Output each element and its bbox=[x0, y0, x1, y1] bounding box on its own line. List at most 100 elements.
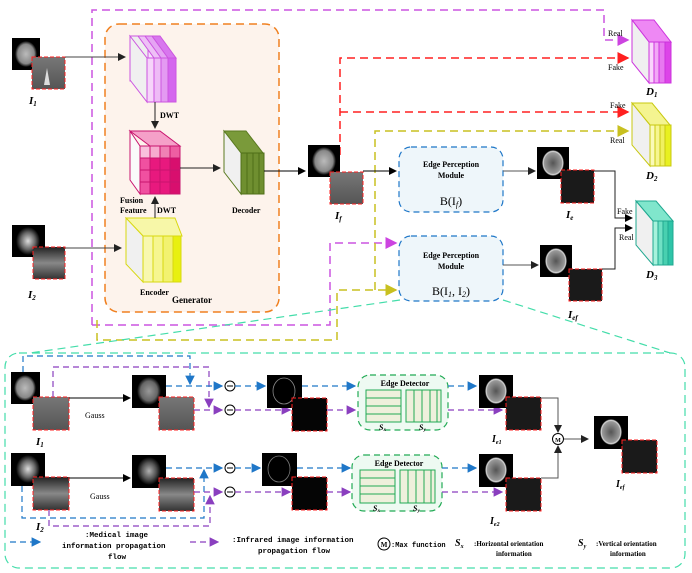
epm2-formula: B(I1, I2) bbox=[432, 284, 470, 299]
detail-ief-image bbox=[594, 416, 658, 474]
decoder-block bbox=[222, 129, 265, 196]
ie2-to-max bbox=[541, 445, 562, 479]
subtract-op-1a bbox=[224, 380, 236, 392]
sx-kernel-1 bbox=[365, 389, 402, 423]
fusion-label-2: Feature bbox=[120, 206, 147, 215]
legend-infrared-2: propagation flow bbox=[258, 548, 331, 556]
d1-input-top: Real bbox=[608, 29, 623, 38]
detail-ie2-image bbox=[479, 454, 542, 512]
d2-input-top: Fake bbox=[610, 101, 626, 110]
legend-sy-text-2: information bbox=[610, 550, 646, 558]
edge-image-ie bbox=[537, 147, 595, 204]
medical-flow-skip-2 bbox=[21, 468, 209, 519]
epm1-title-2: Module bbox=[438, 171, 465, 180]
detail-input-i2 bbox=[11, 453, 70, 511]
infrared-flow-to-epm2 bbox=[92, 237, 398, 326]
sx-label-1: Sx bbox=[379, 423, 386, 433]
detail-diff-1 bbox=[267, 375, 328, 432]
subtract-op-2a bbox=[224, 462, 236, 474]
max-function-op bbox=[552, 433, 564, 445]
edge-perception-module-2 bbox=[398, 235, 504, 302]
legend-max-symbol bbox=[377, 537, 391, 551]
legend-sy-symbol: Sy bbox=[578, 538, 587, 550]
input-image-i1 bbox=[12, 38, 66, 90]
real-flow-d2 bbox=[96, 284, 398, 341]
sy-kernel-2 bbox=[399, 469, 436, 504]
discriminator-d2 bbox=[630, 101, 672, 168]
edge-perception-module-1 bbox=[398, 146, 504, 213]
discriminator-d3 bbox=[634, 199, 675, 267]
real-flow-d3 bbox=[602, 224, 633, 270]
fake-flow-d1 bbox=[339, 52, 630, 155]
legend-sx-text-1: :Horizontal orientation bbox=[474, 540, 544, 548]
generator-label: Generator bbox=[172, 295, 212, 305]
encoder-block bbox=[124, 216, 183, 284]
subtract-op-2b bbox=[224, 486, 236, 498]
sx-label-2: Sx bbox=[373, 504, 380, 514]
dwt-label-bottom: DWT bbox=[157, 206, 177, 215]
legend-medical-2: information propagation bbox=[62, 543, 166, 551]
epm1-title-1: Edge Perception bbox=[423, 160, 480, 169]
ie1-to-max bbox=[541, 397, 562, 433]
fused-image-if bbox=[308, 145, 364, 205]
dwt-label-top: DWT bbox=[160, 111, 180, 120]
detail-diff-2 bbox=[262, 453, 328, 511]
fake-flow-d3 bbox=[594, 170, 633, 222]
legend-medical-3: flow bbox=[108, 554, 127, 562]
legend-sy-text-1: :Vertical orientation bbox=[596, 540, 657, 548]
subtract-op-1b bbox=[224, 404, 236, 416]
d3-input-bottom: Real bbox=[619, 233, 634, 242]
sy-label-2: Sy bbox=[413, 504, 420, 514]
edge-image-ief bbox=[540, 245, 603, 302]
fusion-feature-cube bbox=[128, 129, 182, 196]
i1-label: I1 bbox=[28, 95, 37, 108]
legend-sx-symbol: Sx bbox=[455, 538, 464, 550]
edge-detector-2-title: Edge Detector bbox=[375, 459, 424, 468]
detail-i2-label: I2 bbox=[35, 521, 44, 534]
infrared-flow-skip-1 bbox=[52, 366, 214, 409]
max-symbol: M bbox=[555, 438, 561, 444]
discriminator-d1 bbox=[630, 18, 673, 85]
sx-kernel-2 bbox=[359, 469, 396, 504]
edge-detector-1-title: Edge Detector bbox=[381, 379, 430, 388]
detail-ie1-image bbox=[479, 375, 542, 431]
legend-sx-text-2: information bbox=[496, 550, 532, 558]
input-image-i2 bbox=[12, 225, 66, 280]
epm1-formula: B(If) bbox=[440, 194, 462, 209]
ief-label: Ief bbox=[567, 309, 578, 322]
infrared-flow-skip-2 bbox=[48, 494, 215, 527]
zoom-connector-left bbox=[29, 299, 401, 354]
d3-input-top: Fake bbox=[617, 207, 633, 216]
gauss-label-1: Gauss bbox=[85, 411, 105, 420]
legend-medical-1: :Medical image bbox=[85, 532, 149, 540]
if-label: If bbox=[334, 210, 342, 223]
detail-blurred-2 bbox=[132, 455, 195, 512]
ief-detail-label: Ief bbox=[615, 479, 626, 491]
detail-input-i1 bbox=[11, 372, 70, 431]
ie2-label: Ie2 bbox=[489, 516, 500, 528]
legend-max-glyph: M bbox=[381, 541, 388, 549]
encoder-label: Encoder bbox=[140, 288, 169, 297]
ie1-label: Ie1 bbox=[491, 434, 502, 446]
ie-label: Ie bbox=[565, 209, 573, 222]
sy-kernel-1 bbox=[405, 389, 442, 423]
dwt-block-top bbox=[128, 34, 177, 104]
d1-input-bottom: Fake bbox=[608, 63, 624, 72]
detail-blurred-1 bbox=[132, 375, 195, 431]
d2-label: D2 bbox=[645, 170, 658, 183]
d2-input-bottom: Real bbox=[610, 136, 625, 145]
real-flow-d1 bbox=[91, 9, 630, 325]
real-flow-d2-up bbox=[374, 125, 630, 290]
zoom-connector-right bbox=[502, 299, 671, 354]
decoder-label: Decoder bbox=[232, 206, 261, 215]
fusion-label-1: Fusion bbox=[120, 196, 144, 205]
sy-label-1: Sy bbox=[419, 423, 426, 433]
i2-label: I2 bbox=[27, 289, 36, 302]
epm2-title-1: Edge Perception bbox=[423, 251, 480, 260]
gauss-label-2: Gauss bbox=[90, 492, 110, 501]
legend-infrared-1: :Infrared image information bbox=[232, 537, 354, 545]
epm2-title-2: Module bbox=[438, 262, 465, 271]
detail-i1-label: I1 bbox=[35, 436, 44, 449]
d1-label: D1 bbox=[645, 86, 657, 99]
